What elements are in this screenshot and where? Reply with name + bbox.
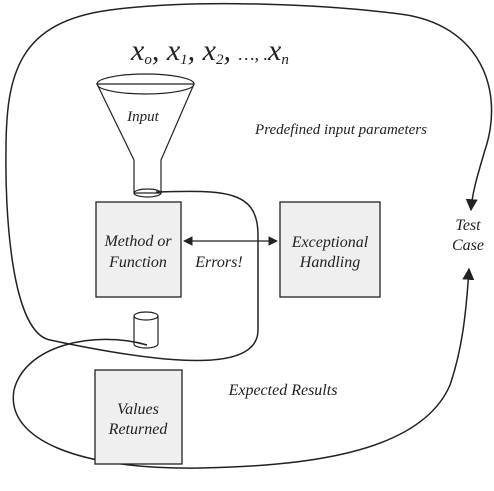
test-label: Test xyxy=(455,217,481,234)
input-sequence: xo, x1, x2, …, .xn xyxy=(130,34,289,68)
exceptional-box xyxy=(279,201,381,298)
input-label: Input xyxy=(126,109,159,125)
function-label: Function xyxy=(108,254,167,271)
errors-label: Errors! xyxy=(194,254,242,271)
values-box xyxy=(94,369,183,465)
method-box xyxy=(95,201,182,298)
method-label: Method or xyxy=(103,233,172,250)
expected-results-label: Expected Results xyxy=(228,382,338,399)
values-label: Values xyxy=(117,401,159,418)
results-loop-curve xyxy=(12,267,475,469)
input-loop-curve xyxy=(5,2,493,362)
input-funnel xyxy=(96,73,195,198)
case-label: Case xyxy=(452,237,484,254)
predefined-label: Predefined input parameters xyxy=(254,122,427,138)
exceptional-label: Exceptional xyxy=(291,234,369,251)
output-cylinder xyxy=(133,311,159,349)
returned-label: Returned xyxy=(108,421,169,438)
handling-label: Handling xyxy=(299,254,360,271)
